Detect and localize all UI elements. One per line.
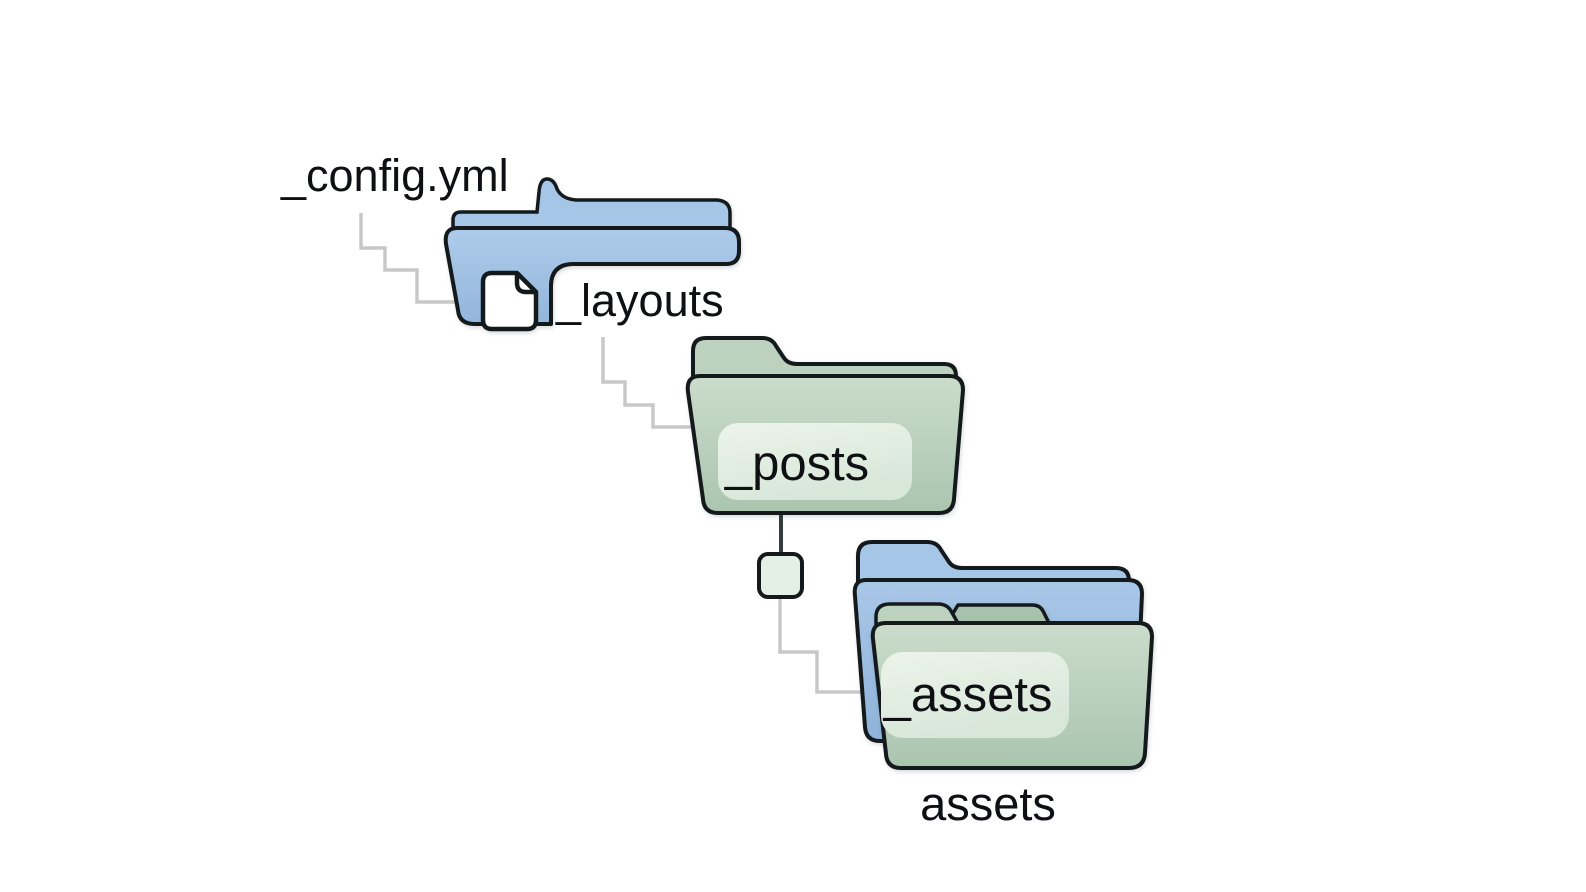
folder-icon <box>856 540 1131 587</box>
edge-square-to-assets <box>778 596 872 694</box>
folder-icon <box>451 177 732 233</box>
layouts-label: _layouts <box>555 275 724 326</box>
folder-icon <box>874 602 961 627</box>
edge-config-to-layouts <box>359 213 490 304</box>
folder-icon <box>691 336 958 384</box>
posts-label: _posts <box>724 437 869 491</box>
assets-caption: assets <box>920 777 1056 830</box>
folder-tab-shaded <box>944 603 1052 627</box>
assets-label-chip <box>881 652 1069 738</box>
layouts-folder <box>443 177 741 332</box>
posts-label-chip <box>718 423 912 500</box>
edge-layouts-to-posts <box>601 337 700 429</box>
document-icon <box>480 270 539 332</box>
assets-private-label: _assets <box>883 668 1053 722</box>
posts-folder: _posts <box>685 336 965 515</box>
assets-front-folder: _assets <box>870 602 1154 770</box>
config-yml-label: _config.yml <box>280 150 509 201</box>
connector-square <box>757 552 804 599</box>
